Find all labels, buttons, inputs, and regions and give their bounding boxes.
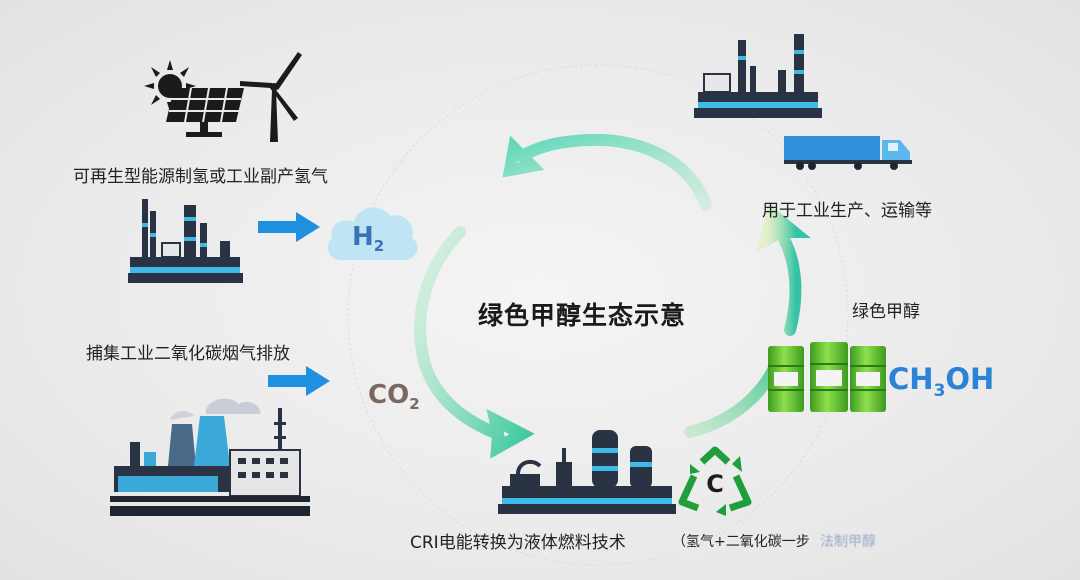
recycle-icon: C	[678, 446, 752, 516]
diagram-title: 绿色甲醇生态示意	[478, 301, 687, 330]
refinery-icon	[128, 199, 243, 283]
co2-formula: CO2	[368, 380, 420, 414]
arrow-top	[502, 133, 712, 211]
label-cri: CRI电能转换为液体燃料技术	[410, 533, 626, 553]
cloud-icon	[327, 207, 418, 260]
truck-icon	[784, 136, 912, 170]
arrow-right	[757, 203, 811, 336]
factory-icon	[110, 398, 310, 516]
carbon-letter: C	[706, 470, 724, 498]
refinery-icon-top	[694, 34, 822, 118]
label-green-methanol: 绿色甲醇	[852, 302, 920, 322]
arrow-left	[414, 226, 535, 459]
plant-icon	[498, 430, 676, 514]
wind-turbine-icon	[240, 52, 302, 142]
solar-panel-icon	[166, 87, 244, 137]
blue-arrow-co2	[268, 366, 330, 396]
label-renewable: 可再生型能源制氢或工业副产氢气	[73, 167, 328, 187]
label-cri-tail: 法制甲醇	[820, 534, 876, 550]
label-usage: 用于工业生产、运输等	[762, 201, 932, 221]
barrels-icon	[768, 342, 886, 412]
label-cri-detail: （氢气+二氧化碳一步	[672, 534, 810, 550]
ch3oh-formula: CH3OH	[888, 362, 995, 401]
label-capture: 捕集工业二氧化碳烟气排放	[86, 344, 290, 364]
blue-arrow-h2	[258, 212, 320, 242]
h2-formula: H2	[352, 222, 385, 256]
